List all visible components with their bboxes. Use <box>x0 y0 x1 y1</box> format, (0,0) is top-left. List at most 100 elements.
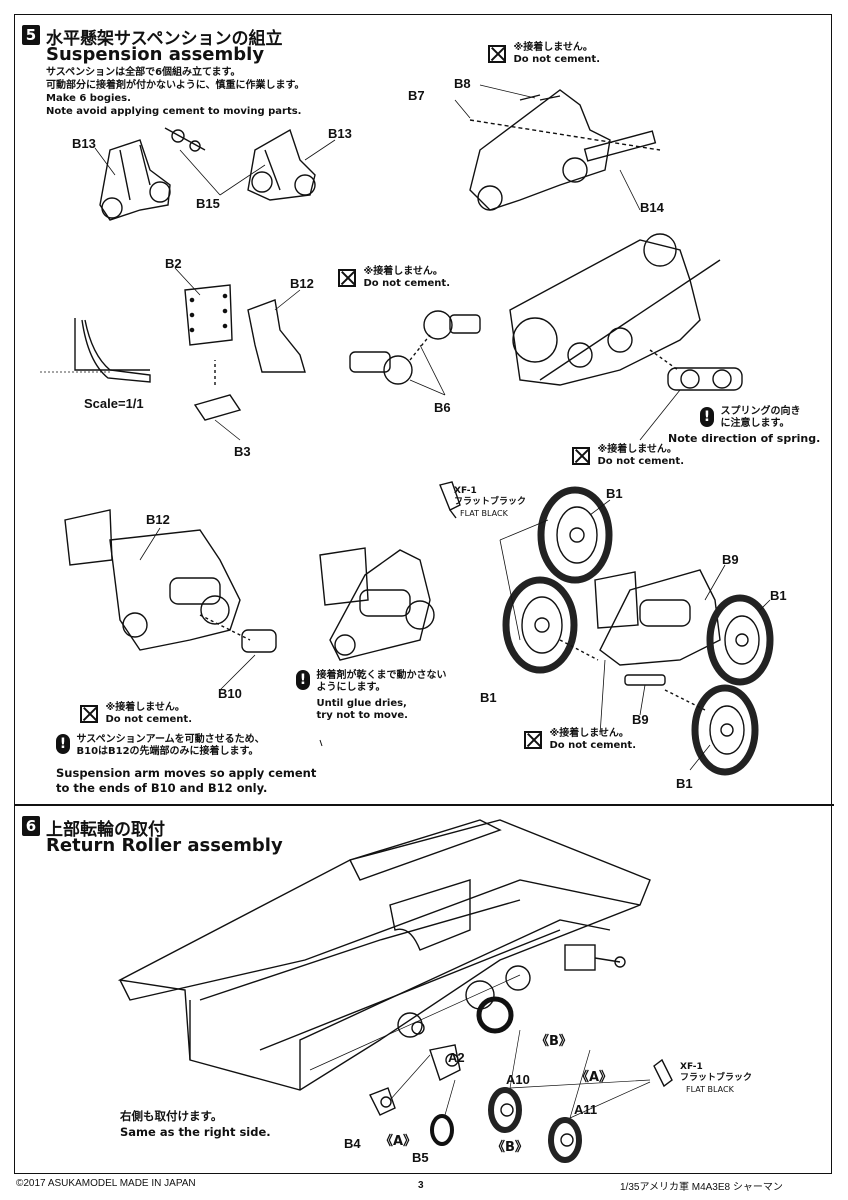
hull-chassis <box>117 819 651 1091</box>
glue-dry-note: ! 接着剤が乾くまで動かさない ようにします。 Until glue dries… <box>296 670 446 722</box>
step6-title-en: Return Roller assembly <box>46 835 283 856</box>
road-wheel-1 <box>537 486 613 584</box>
part-a11 <box>548 1117 582 1163</box>
part-b12-arm <box>247 299 306 373</box>
label-b1-a: B1 <box>606 486 623 501</box>
arm-jp-2: B10はB12の先端部のみに接着します。 <box>76 746 259 757</box>
label-b4: B4 <box>344 1136 361 1151</box>
no-cement-jp: ※接着しません。 <box>513 42 593 53</box>
spring-direction-note: ! スプリングの向き に注意します。 <box>700 406 800 430</box>
label-b12-top: B12 <box>290 276 314 291</box>
bogie-assembly-right <box>594 569 721 686</box>
no-cement-note-top: ※接着しません。 Do not cement. <box>488 42 600 66</box>
part-a2 <box>429 1044 461 1081</box>
return-roller-mounts <box>397 944 626 1038</box>
bogie-assembly-middle-right <box>509 233 721 386</box>
caution-icon: ! <box>56 734 70 754</box>
footer-copyright: ©2017 ASUKAMODEL MADE IN JAPAN <box>16 1178 196 1189</box>
label-b5: B5 <box>412 1150 429 1165</box>
no-cement-icon <box>80 705 98 723</box>
bogie-assembly-lower-left <box>64 509 277 653</box>
dry-en-2: try not to move. <box>316 710 408 721</box>
label-b10: B10 <box>218 686 242 701</box>
spring-pair-loose <box>649 349 743 391</box>
part-a10 <box>488 1087 522 1133</box>
spring-jp-1: スプリングの向き <box>720 406 801 417</box>
part-b5 <box>430 1114 454 1146</box>
right-side-en: Same as the right side. <box>120 1125 271 1139</box>
label-b13-right: B13 <box>328 126 352 141</box>
step5-title-jp: 水平懸架サスペンションの組立 <box>46 29 283 49</box>
road-wheel-4 <box>691 684 759 776</box>
bogie-assembly-middle <box>319 547 435 661</box>
label-b2: B2 <box>165 256 182 271</box>
paint-jp: フラットブラック <box>680 1073 753 1083</box>
label-b15: B15 <box>196 196 220 211</box>
footer-product: 1/35アメリカ軍 M4A3E8 シャーマン <box>620 1182 783 1193</box>
no-cement-jp: ※接着しません。 <box>597 444 677 455</box>
label-b7: B7 <box>408 88 425 103</box>
no-cement-en: Do not cement. <box>549 740 636 751</box>
no-cement-note-lower-right: ※接着しません。 Do not cement. <box>524 728 636 752</box>
bogie-arm-right <box>247 128 316 201</box>
label-b1-c: B1 <box>770 588 787 603</box>
paint-note-step6: XF-1 フラットブラック FLAT BLACK <box>680 1062 752 1095</box>
paint-jp: フラットブラック <box>454 497 527 507</box>
arm-jp-1: サスペンションアームを可動させるため、 <box>76 734 265 745</box>
paint-pen-icon <box>439 481 461 519</box>
part-b4 <box>369 1087 396 1116</box>
step5-note-1: サスペンションは全部で6個組み立てます。 <box>46 67 241 78</box>
label-b8: B8 <box>454 76 471 91</box>
paint-note-step5: XF-1 フラットブラック FLAT BLACK <box>454 486 526 519</box>
label-b13-left: B13 <box>72 136 96 151</box>
paint-code: XF-1 <box>454 486 477 496</box>
right-side-note: 右側も取付けます。 Same as the right side. <box>120 1108 271 1140</box>
step-number-5: 5 <box>22 25 40 45</box>
spring-jp-2: に注意します。 <box>720 418 790 429</box>
label-b1-b: B1 <box>480 690 497 705</box>
arm-cement-en: Suspension arm moves so apply cement to … <box>56 766 316 796</box>
step5-note-4: Note avoid applying cement to moving par… <box>46 106 302 117</box>
no-cement-en: Do not cement. <box>363 278 450 289</box>
part-b2-plate <box>184 284 233 346</box>
no-cement-note-mid-right: ※接着しません。 Do not cement. <box>572 444 684 468</box>
arm-en-2: to the ends of B10 and B12 only. <box>56 781 268 795</box>
label-b3: B3 <box>234 444 251 459</box>
no-cement-en: Do not cement. <box>513 54 600 65</box>
road-wheel-3 <box>706 594 774 686</box>
label-a2: A2 <box>448 1050 465 1065</box>
label-b9-b: B9 <box>632 712 649 727</box>
label-b14: B14 <box>640 200 664 215</box>
no-cement-icon <box>524 731 542 749</box>
dry-en-1: Until glue dries, <box>316 698 407 709</box>
no-cement-note-b6: ※接着しません。 Do not cement. <box>338 266 450 290</box>
no-cement-jp: ※接着しません。 <box>363 266 443 277</box>
no-cement-jp: ※接着しません。 <box>105 702 185 713</box>
label-a-bottom: 《A》 <box>380 1134 417 1149</box>
label-b-top: 《B》 <box>536 1034 572 1049</box>
no-cement-jp: ※接着しません。 <box>549 728 629 739</box>
label-b9-a: B9 <box>722 552 739 567</box>
step-number-6: 6 <box>22 816 40 836</box>
dry-jp-2: ようにします。 <box>316 682 386 693</box>
step5-notes: サスペンションは全部で6個組み立てます。 可動部分に接着剤が付かないように、慎重… <box>46 66 305 118</box>
no-cement-en: Do not cement. <box>105 714 192 725</box>
label-b1-d: B1 <box>676 776 693 791</box>
no-cement-icon <box>572 447 590 465</box>
part-b3 <box>193 360 242 421</box>
dry-jp-1: 接着剤が乾くまで動かさない <box>316 670 447 681</box>
paint-code: XF-1 <box>680 1062 703 1072</box>
arm-en-1: Suspension arm moves so apply cement <box>56 766 317 780</box>
label-a11: A11 <box>574 1102 598 1117</box>
label-a-top: 《A》 <box>576 1070 613 1085</box>
bogie-arm-left <box>99 139 171 221</box>
no-cement-note-lower-left: ※接着しません。 Do not cement. <box>80 702 192 726</box>
bogie-pin-b15 <box>164 127 206 152</box>
label-b6: B6 <box>434 400 451 415</box>
label-b-bottom: 《B》 <box>492 1140 528 1155</box>
paint-en: FLAT BLACK <box>460 509 508 518</box>
arm-cement-note: ! サスペンションアームを可動させるため、 B10はB12の先端部のみに接着しま… <box>56 734 265 758</box>
paint-pen-icon <box>653 1058 673 1088</box>
